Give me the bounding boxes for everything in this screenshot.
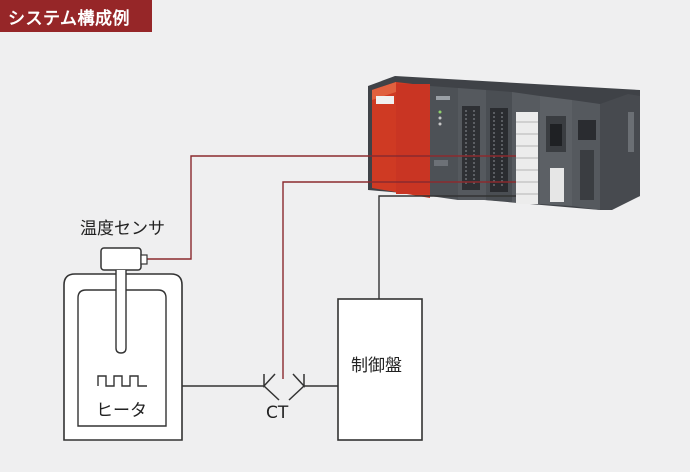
control-panel-wire xyxy=(378,195,516,299)
control-panel-label: 制御盤 xyxy=(351,356,402,376)
temperature-sensor xyxy=(100,247,148,354)
ct-label: CT xyxy=(266,403,289,423)
section-title: システム構成例 xyxy=(0,0,152,32)
ct-wire xyxy=(282,181,516,379)
sensor-wire xyxy=(147,155,516,260)
heater-label: ヒータ xyxy=(96,401,147,421)
plc-unit xyxy=(368,76,640,210)
signal-wires xyxy=(147,155,516,379)
control-panel-box xyxy=(337,298,423,441)
heater-element xyxy=(97,375,147,387)
tank xyxy=(63,273,183,441)
temperature-sensor-label: 温度センサ xyxy=(80,219,165,239)
ct-symbol xyxy=(263,373,305,401)
power-wires xyxy=(147,195,516,387)
